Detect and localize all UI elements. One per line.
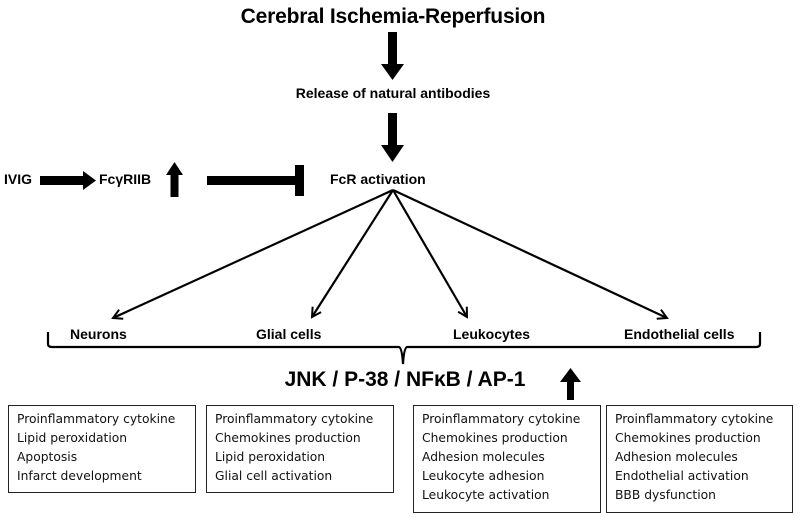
diagram-title: Cerebral Ischemia-Reperfusion xyxy=(240,5,546,28)
arrow-release-to-fcr xyxy=(381,113,404,162)
arrow-to-glial xyxy=(312,189,394,317)
effect-item: Glial cell activation xyxy=(215,469,333,483)
pathways-up-arrow-icon xyxy=(560,368,581,400)
effects-box-neurons: Proinflammatory cytokine Lipid peroxidat… xyxy=(8,405,196,493)
fcr-activation-label: FcR activation xyxy=(330,171,426,187)
effect-item: Leukocyte adhesion xyxy=(422,469,545,483)
grouping-brace xyxy=(46,332,762,365)
effect-item: Apoptosis xyxy=(17,450,78,464)
arrow-title-to-release xyxy=(381,32,404,80)
effect-item: Proinflammatory cytokine xyxy=(17,412,176,426)
fcgriib-label: FcγRIIB xyxy=(99,171,152,187)
effect-item: Lipid peroxidation xyxy=(215,450,326,464)
effect-item: Proinflammatory cytokine xyxy=(615,412,774,426)
effects-box-endothelial: Proinflammatory cytokine Chemokines prod… xyxy=(606,405,793,513)
effect-item: Chemokines production xyxy=(615,431,761,445)
effect-item: Leukocyte activation xyxy=(422,488,550,502)
arrow-to-neurons xyxy=(113,188,394,318)
arrow-to-endothelial xyxy=(392,189,667,318)
release-natural-antibodies-label: Release of natural antibodies xyxy=(295,85,491,101)
effect-item: Adhesion molecules xyxy=(422,450,545,464)
arrow-to-leukocytes xyxy=(392,189,467,317)
effect-item: Chemokines production xyxy=(422,431,568,445)
effect-item: Infarct development xyxy=(17,469,142,483)
arrow-ivig-to-fcgriib xyxy=(40,171,96,190)
cell-type-glial: Glial cells xyxy=(256,326,322,342)
effect-item: Endothelial activation xyxy=(615,469,749,483)
signaling-pathways-label: JNK / P-38 / NFκB / AP-1 xyxy=(284,368,526,391)
ivig-label: IVIG xyxy=(4,171,33,187)
effects-box-glial: Proinflammatory cytokine Chemokines prod… xyxy=(206,405,394,493)
effect-item: Lipid peroxidation xyxy=(17,431,128,445)
up-arrow-icon xyxy=(166,162,183,197)
effect-item: BBB dysfunction xyxy=(615,488,716,502)
effect-item: Adhesion molecules xyxy=(615,450,738,464)
cell-type-endothelial: Endothelial cells xyxy=(624,326,735,342)
cell-type-leukocytes: Leukocytes xyxy=(453,326,531,342)
inhibition-bar xyxy=(207,165,304,196)
effect-item: Proinflammatory cytokine xyxy=(215,412,374,426)
effect-item: Proinflammatory cytokine xyxy=(422,412,581,426)
effects-box-leukocytes: Proinflammatory cytokine Chemokines prod… xyxy=(413,405,601,513)
fanout-arrows xyxy=(113,188,667,318)
cell-type-neurons: Neurons xyxy=(70,326,127,342)
effect-item: Chemokines production xyxy=(215,431,361,445)
